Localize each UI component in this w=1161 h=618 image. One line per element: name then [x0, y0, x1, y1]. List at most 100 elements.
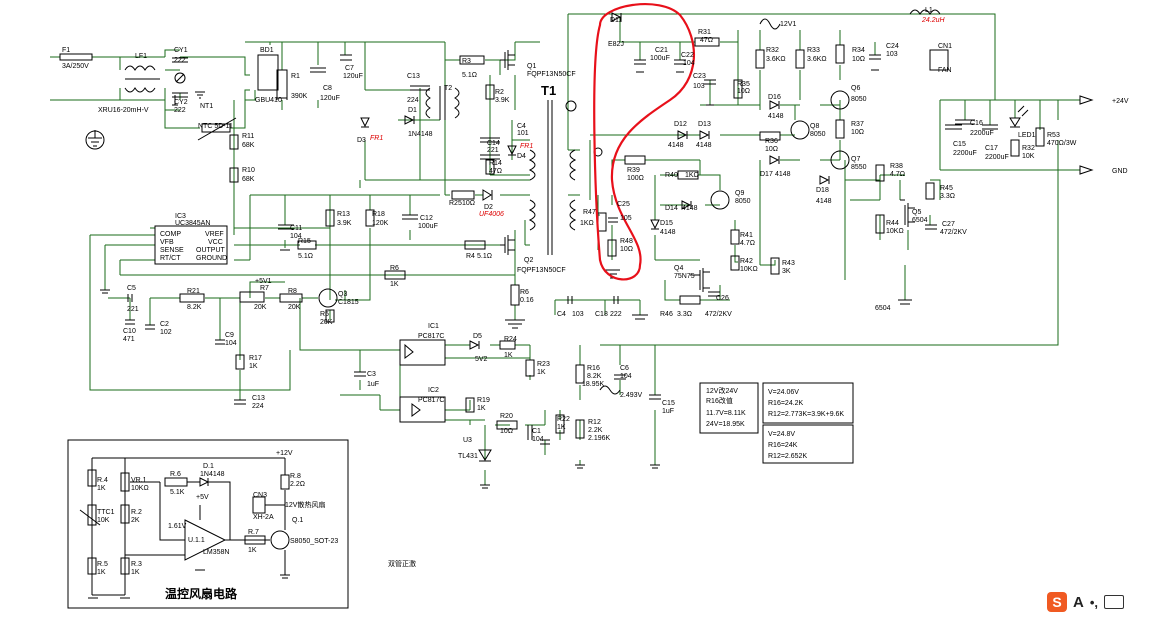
svg-text:68K: 68K	[242, 176, 255, 183]
svg-text:C6: C6	[620, 365, 629, 372]
svg-text:20K: 20K	[254, 304, 267, 311]
svg-text:R18: R18	[372, 211, 385, 218]
svg-text:D.1: D.1	[203, 463, 214, 470]
svg-text:100Ω: 100Ω	[627, 175, 644, 182]
svg-text:R8: R8	[288, 288, 297, 295]
svg-text:100uF: 100uF	[418, 223, 438, 230]
svg-text:R31: R31	[698, 29, 711, 36]
svg-text:R39: R39	[627, 167, 640, 174]
svg-text:D18: D18	[816, 187, 829, 194]
svg-text:10KΩ: 10KΩ	[886, 228, 904, 235]
ime-toolbar[interactable]: S A •,	[1047, 588, 1159, 616]
svg-text:GBU410: GBU410	[255, 97, 282, 104]
svg-text:Q9: Q9	[735, 190, 744, 197]
svg-text:1K: 1K	[97, 485, 106, 492]
svg-text:D12: D12	[674, 121, 687, 128]
svg-text:R12=2.652K: R12=2.652K	[768, 453, 807, 460]
svg-text:47Ω: 47Ω	[489, 168, 502, 175]
svg-text:4148: 4148	[775, 171, 791, 178]
svg-text:R35: R35	[737, 81, 750, 88]
svg-text:T1: T1	[541, 83, 556, 98]
svg-text:2.2Ω: 2.2Ω	[290, 481, 305, 488]
red-highlight-outline	[593, 3, 696, 281]
svg-text:103: 103	[886, 51, 898, 58]
svg-text:10Ω: 10Ω	[852, 56, 865, 63]
svg-text:Q7: Q7	[851, 156, 860, 163]
svg-text:F1: F1	[62, 47, 70, 54]
svg-text:FAN: FAN	[938, 67, 952, 74]
svg-text:8050: 8050	[735, 198, 751, 205]
optocoupler-ic1	[399, 339, 446, 366]
svg-text:5.1Ω: 5.1Ω	[298, 253, 313, 260]
svg-text:1K: 1K	[477, 405, 486, 412]
svg-text:R22: R22	[557, 416, 570, 423]
ime-logo-icon[interactable]: S	[1047, 592, 1067, 612]
svg-text:C14: C14	[487, 140, 500, 147]
svg-text:R16: R16	[587, 365, 600, 372]
svg-text:R53: R53	[1047, 132, 1060, 139]
svg-text:OUTPUT: OUTPUT	[196, 247, 226, 254]
inductor-l1	[909, 9, 941, 15]
ime-punctuation-toggle[interactable]: •,	[1089, 594, 1099, 610]
svg-text:4148: 4148	[660, 229, 676, 236]
svg-text:LED1: LED1	[1018, 132, 1036, 139]
svg-text:R2: R2	[495, 89, 504, 96]
svg-text:12V散热风扇: 12V散热风扇	[285, 500, 325, 509]
svg-text:VR.1: VR.1	[131, 477, 147, 484]
svg-text:R.8: R.8	[290, 473, 301, 480]
ic3-uc3845	[154, 225, 228, 265]
svg-text:CY1: CY1	[174, 47, 188, 54]
svg-text:10K: 10K	[1022, 153, 1035, 160]
svg-text:R40: R40	[665, 172, 678, 179]
svg-text:2200uF: 2200uF	[985, 154, 1009, 161]
transformer-t1	[528, 100, 577, 255]
svg-text:R.3: R.3	[131, 561, 142, 568]
svg-text:Q3: Q3	[338, 291, 347, 298]
svg-text:104: 104	[225, 340, 237, 347]
svg-text:C22: C22	[681, 52, 694, 59]
svg-text:D14: D14	[665, 205, 678, 212]
transistor-q7	[830, 150, 850, 170]
svg-text:LM358N: LM358N	[203, 549, 229, 556]
svg-text:C11: C11	[290, 225, 302, 232]
earth-ground-symbol	[88, 130, 102, 147]
svg-text:R20: R20	[500, 413, 513, 420]
svg-text:C23: C23	[693, 73, 706, 80]
note-box-3	[762, 424, 854, 464]
svg-text:R3: R3	[462, 58, 471, 65]
svg-text:221: 221	[127, 306, 139, 313]
fan-control-box	[67, 439, 349, 609]
svg-text:R15: R15	[298, 238, 311, 245]
keyboard-icon[interactable]	[1104, 595, 1125, 609]
svg-text:D16: D16	[768, 94, 781, 101]
svg-text:C16: C16	[970, 120, 983, 127]
svg-text:C17: C17	[985, 145, 998, 152]
transistor-q8	[790, 120, 810, 140]
svg-text:11.7V=8.11K: 11.7V=8.11K	[706, 410, 746, 417]
mosfet-q2	[500, 235, 515, 255]
mosfet-q4	[690, 268, 710, 292]
ime-mode-toggle[interactable]: A	[1073, 593, 1084, 611]
svg-text:XH-2A: XH-2A	[253, 514, 274, 521]
transistor-q6	[830, 90, 850, 110]
svg-text:1KΩ: 1KΩ	[685, 172, 699, 179]
svg-text:PC817C: PC817C	[418, 397, 444, 404]
svg-text:+5V: +5V	[196, 494, 209, 501]
svg-text:FR1: FR1	[370, 135, 383, 142]
svg-text:VFB: VFB	[160, 239, 174, 246]
svg-text:VREF: VREF	[205, 231, 224, 238]
svg-text:10Ω: 10Ω	[765, 146, 778, 153]
svg-text:1N4148: 1N4148	[408, 131, 433, 138]
svg-text:R.7: R.7	[248, 529, 259, 536]
svg-text:C25: C25	[617, 201, 630, 208]
svg-text:120K: 120K	[372, 220, 389, 227]
svg-text:R10: R10	[242, 167, 255, 174]
svg-text:R.5: R.5	[97, 561, 108, 568]
svg-text:472/2KV: 472/2KV	[705, 311, 732, 318]
svg-text:24.2uH: 24.2uH	[921, 17, 946, 24]
svg-text:47Ω: 47Ω	[700, 37, 713, 44]
svg-text:6504: 6504	[875, 305, 891, 312]
svg-text:5.1Ω: 5.1Ω	[462, 72, 477, 79]
svg-text:104: 104	[290, 233, 302, 240]
svg-text:R46: R46	[660, 311, 673, 318]
